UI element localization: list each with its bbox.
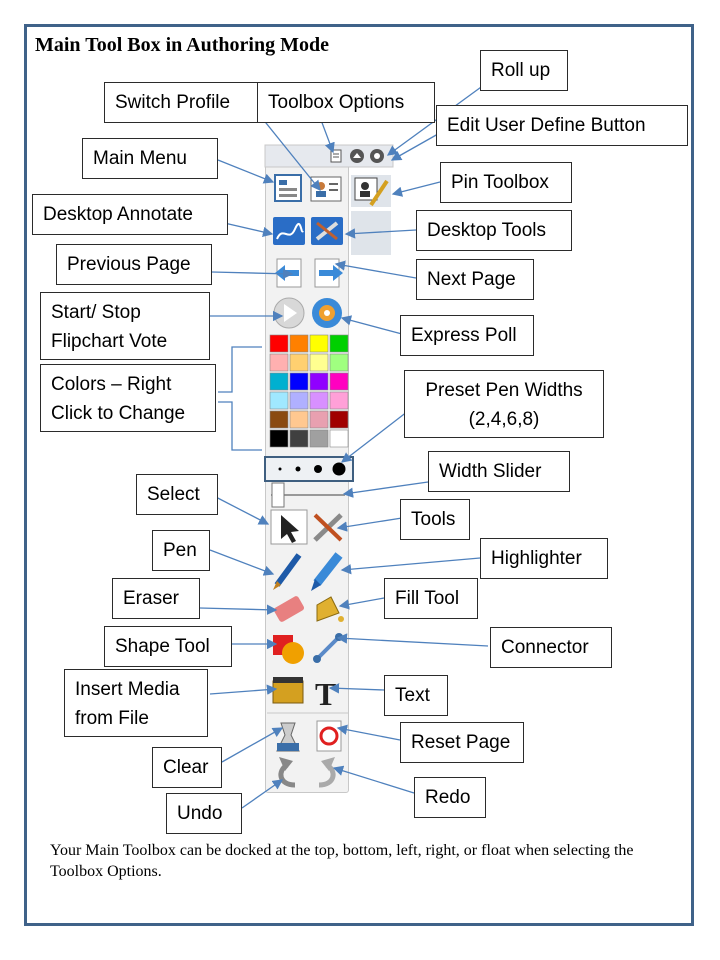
highlighter-icon[interactable]	[311, 552, 343, 591]
pin-toolbox-icon[interactable]	[351, 175, 391, 207]
roll-up-icon[interactable]	[350, 149, 364, 163]
select-icon[interactable]	[270, 509, 308, 545]
label-undo: Undo	[166, 793, 242, 834]
label-main-menu: Main Menu	[82, 138, 218, 179]
color-swatch[interactable]	[329, 410, 349, 429]
label-express-poll: Express Poll	[400, 315, 534, 356]
label-roll-up: Roll up	[480, 50, 568, 91]
color-swatch[interactable]	[269, 410, 289, 429]
label-select: Select	[136, 474, 218, 515]
label-desktop-tools: Desktop Tools	[416, 210, 572, 251]
label-start-stop-vote: Start/ Stop Flipchart Vote	[40, 292, 210, 360]
color-swatch[interactable]	[289, 372, 309, 391]
label-highlighter: Highlighter	[480, 538, 608, 579]
label-connector: Connector	[490, 627, 612, 668]
undo-icon[interactable]	[278, 757, 296, 788]
preset-pen-widths[interactable]	[264, 456, 354, 482]
color-swatch[interactable]	[289, 353, 309, 372]
tools-icon[interactable]	[313, 513, 343, 542]
color-swatch[interactable]	[269, 429, 289, 448]
pen-icon[interactable]	[273, 553, 302, 590]
redo-icon[interactable]	[318, 757, 336, 788]
label-text: Text	[384, 675, 448, 716]
color-swatch[interactable]	[329, 334, 349, 353]
color-swatch[interactable]	[269, 353, 289, 372]
label-edit-user-define-button: Edit User Define Button	[436, 105, 688, 146]
toolbox-graphics: T	[264, 144, 394, 788]
label-previous-page: Previous Page	[56, 244, 212, 285]
main-menu-icon[interactable]	[274, 174, 302, 202]
page-title: Main Tool Box in Authoring Mode	[35, 34, 329, 56]
color-swatch[interactable]	[329, 353, 349, 372]
express-poll-icon[interactable]	[312, 298, 342, 328]
label-pin-toolbox: Pin Toolbox	[440, 162, 572, 203]
footnote: Your Main Toolbox can be docked at the t…	[50, 842, 634, 880]
color-swatch[interactable]	[289, 429, 309, 448]
color-swatch[interactable]	[289, 334, 309, 353]
label-desktop-annotate: Desktop Annotate	[32, 194, 228, 235]
color-palette[interactable]	[269, 334, 349, 448]
color-swatch[interactable]	[329, 372, 349, 391]
label-eraser: Eraser	[112, 578, 200, 619]
color-swatch[interactable]	[289, 410, 309, 429]
label-toolbox-options: Toolbox Options	[257, 82, 435, 123]
width-slider[interactable]	[271, 482, 345, 508]
label-shape-tool: Shape Tool	[104, 626, 232, 667]
label-fill-tool: Fill Tool	[384, 578, 478, 619]
label-clear: Clear	[152, 747, 222, 788]
insert-media-icon[interactable]	[272, 677, 304, 704]
color-swatch[interactable]	[269, 391, 289, 410]
color-swatch[interactable]	[269, 334, 289, 353]
label-width-slider: Width Slider	[428, 451, 570, 492]
label-insert-media: Insert Media from File	[64, 669, 208, 737]
label-next-page: Next Page	[416, 259, 534, 300]
label-switch-profile: Switch Profile	[104, 82, 258, 123]
desktop-annotate-icon[interactable]	[273, 217, 305, 245]
color-swatch[interactable]	[269, 372, 289, 391]
shape-tool-icon[interactable]	[273, 635, 304, 664]
pen-width-dots	[278, 462, 346, 476]
clear-icon[interactable]	[276, 722, 300, 752]
fill-tool-icon[interactable]	[316, 596, 344, 622]
color-swatch[interactable]	[289, 391, 309, 410]
page-frame	[24, 24, 694, 926]
edit-user-define-icon[interactable]	[370, 149, 384, 163]
color-swatch[interactable]	[329, 429, 349, 448]
color-swatch[interactable]	[309, 429, 329, 448]
eraser-icon[interactable]	[273, 595, 305, 623]
label-redo: Redo	[414, 777, 486, 818]
color-swatch[interactable]	[329, 391, 349, 410]
color-swatch[interactable]	[309, 353, 329, 372]
color-swatch[interactable]	[309, 410, 329, 429]
label-preset-pen-widths: Preset Pen Widths (2,4,6,8)	[404, 370, 604, 438]
color-swatch[interactable]	[309, 334, 329, 353]
color-swatch[interactable]	[309, 391, 329, 410]
toolbox-options-icon[interactable]	[330, 149, 342, 163]
desktop-tools-icon[interactable]	[311, 217, 343, 245]
label-tools: Tools	[400, 499, 470, 540]
label-pen: Pen	[152, 530, 210, 571]
color-swatch[interactable]	[309, 372, 329, 391]
label-colors: Colors – Right Click to Change	[40, 364, 216, 432]
label-reset-page: Reset Page	[400, 722, 524, 763]
